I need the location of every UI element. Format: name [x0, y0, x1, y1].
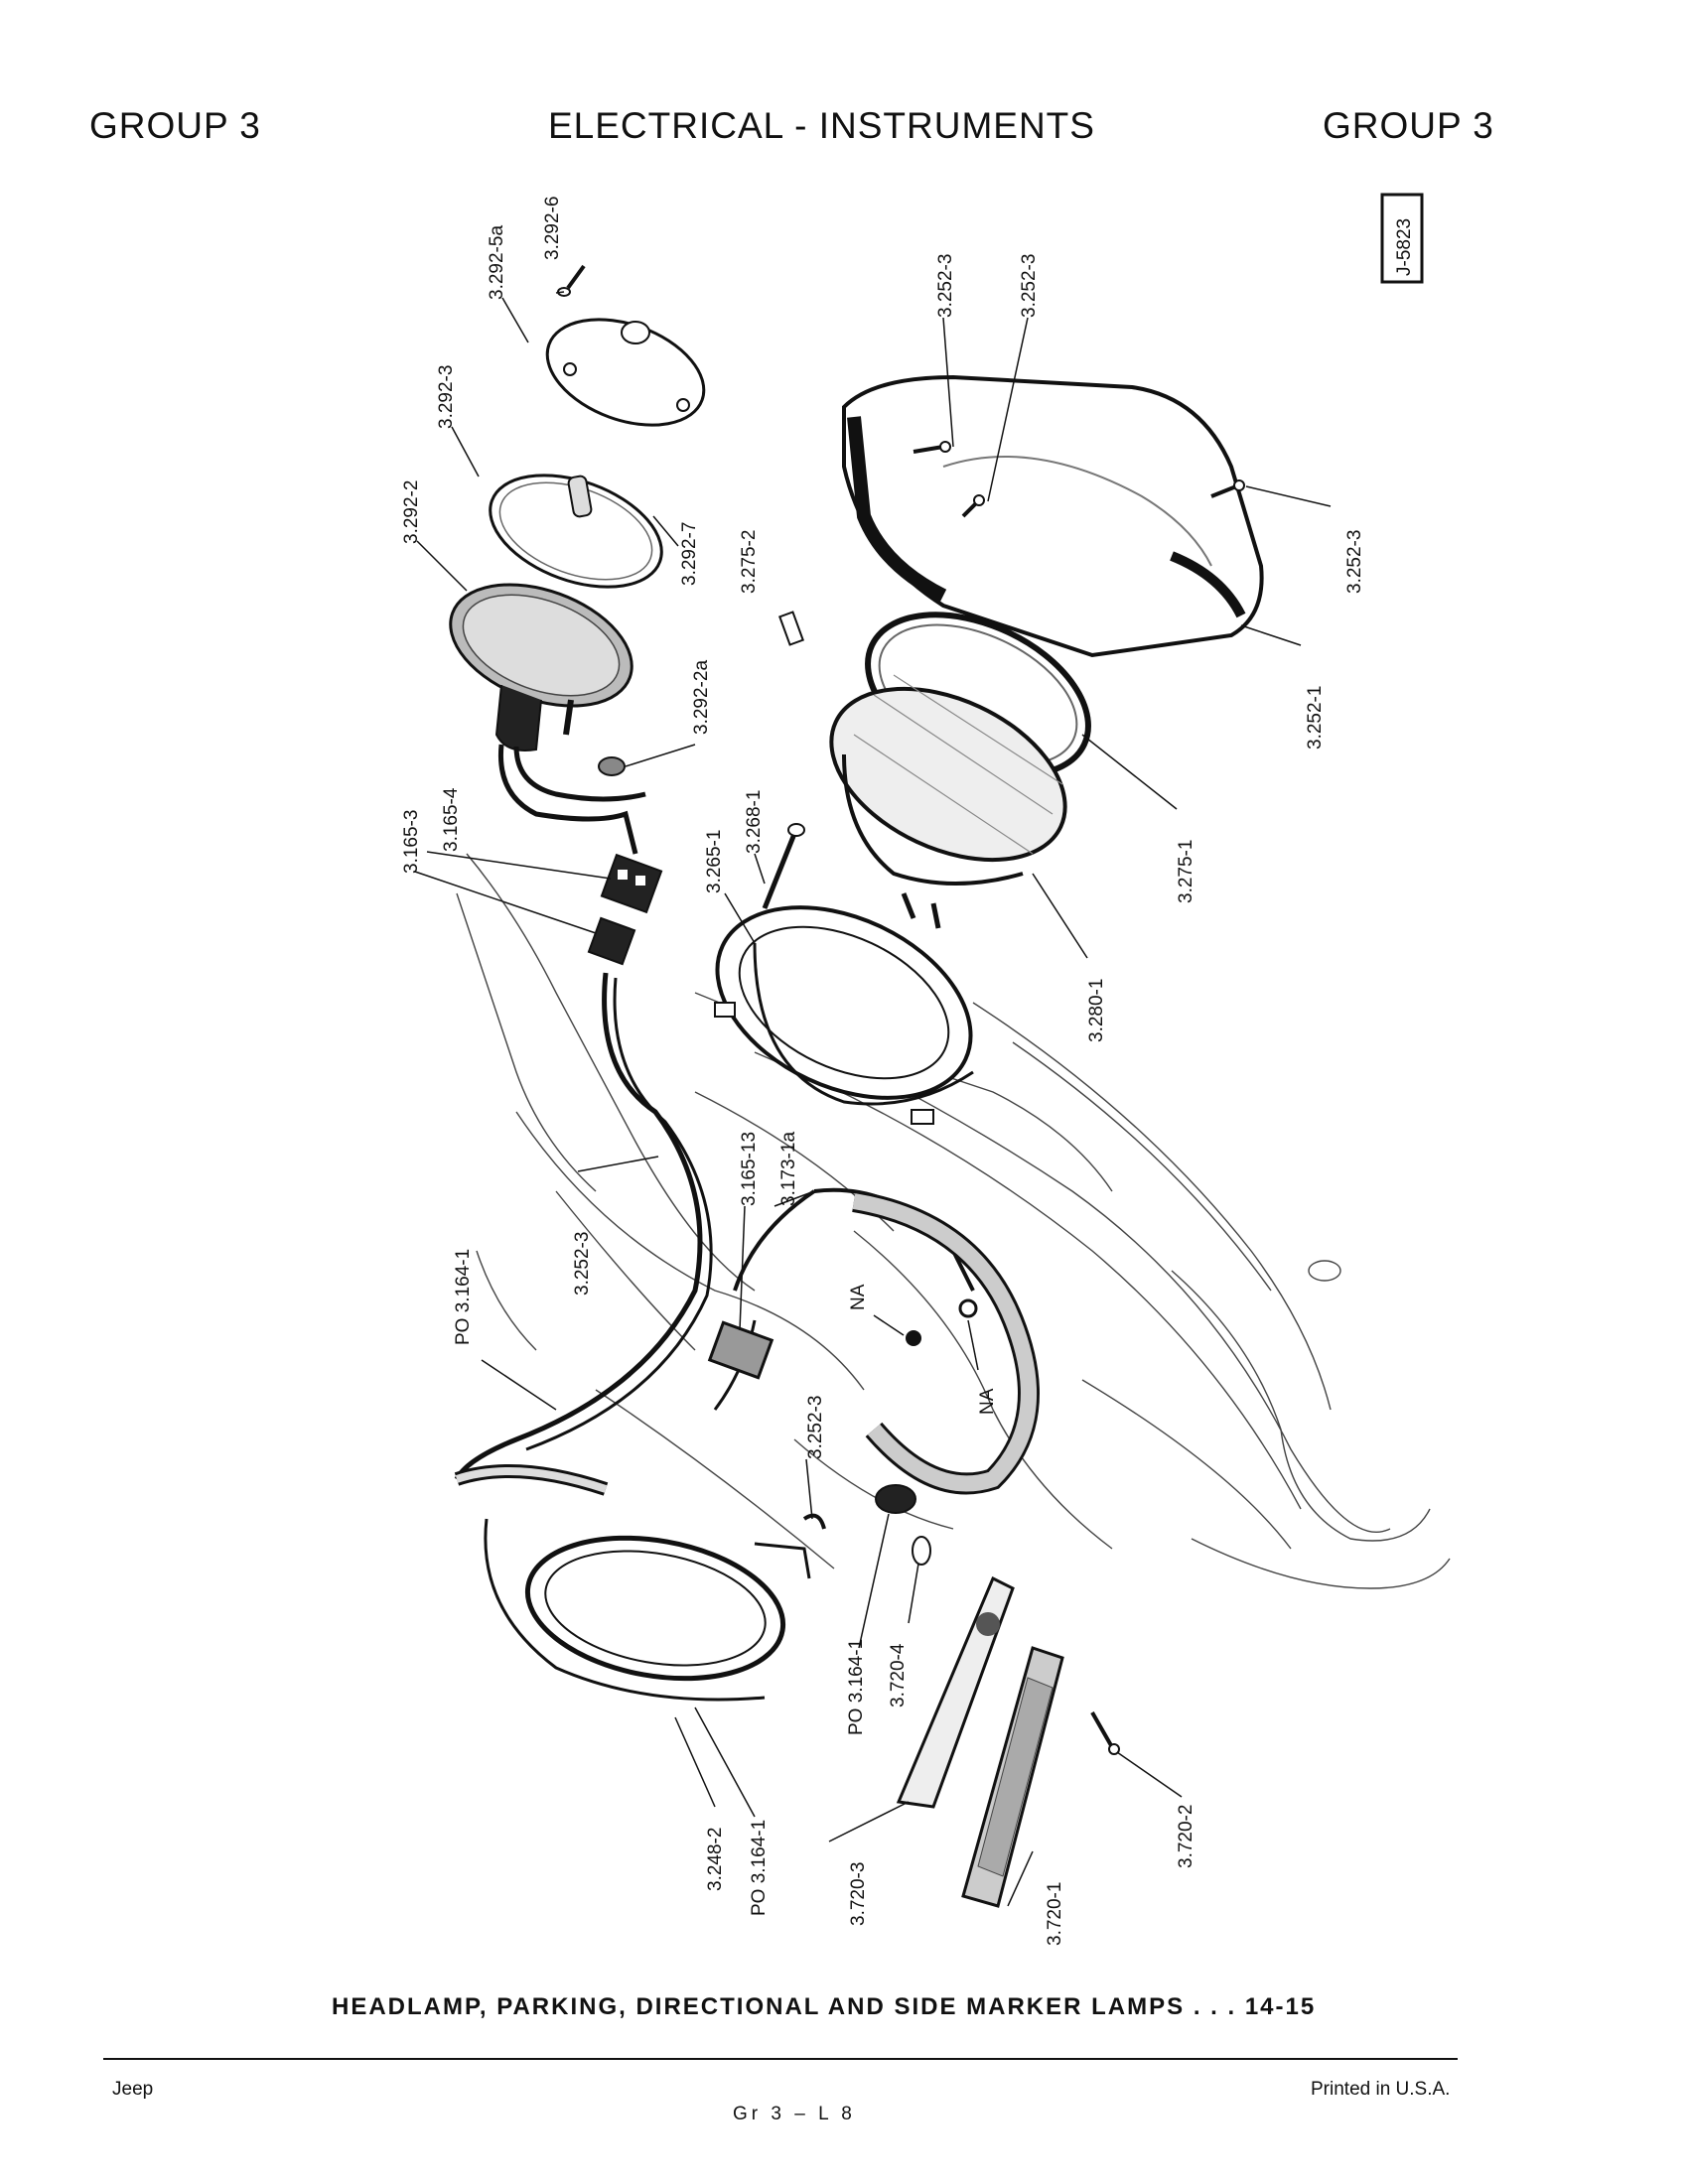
- footer-brand: Jeep: [112, 2079, 154, 2100]
- callout-3.165-13: 3.165-13: [739, 1132, 760, 1206]
- footer-page-number: Gr 3 – L 8: [733, 2104, 856, 2124]
- ground-screws-na: [906, 1298, 978, 1346]
- parking-lamp-wiring: [497, 744, 646, 855]
- footer-rule: [103, 2058, 1458, 2060]
- callout-na-1: NA: [848, 1284, 869, 1310]
- figure-id: J-5823: [1394, 218, 1415, 276]
- callout-3.292-2a: 3.292-2a: [691, 660, 712, 735]
- parking-lamp-lens-cover: [545, 318, 706, 427]
- callout-3.252-3-a: 3.252-3: [935, 254, 956, 318]
- parking-lamp-gasket: [489, 474, 663, 589]
- side-marker-lens-3.720-1: [961, 1646, 1064, 1908]
- callout-3.275-1: 3.275-1: [1176, 840, 1196, 903]
- callout-3.292-2: 3.292-2: [401, 480, 422, 544]
- screw-3.292-6: [557, 264, 586, 297]
- callout-3.292-3: 3.292-3: [436, 365, 457, 429]
- sealed-beam-headlamp: [829, 674, 1067, 929]
- loom-conduit: [852, 1190, 1040, 1495]
- callout-3.720-4: 3.720-4: [888, 1643, 909, 1707]
- bulb-3.720-4: [912, 1536, 931, 1566]
- parking-lamp-bracket: [454, 1464, 811, 1702]
- header-group-right: GROUP 3: [1323, 105, 1494, 146]
- figure-caption: HEADLAMP, PARKING, DIRECTIONAL AND SIDE …: [332, 1993, 1317, 2020]
- callout-3.252-3-c: 3.252-3: [1344, 530, 1365, 594]
- callout-3.165-4: 3.165-4: [441, 787, 462, 852]
- connector-3.165-4: [600, 853, 663, 914]
- screw-3.720-2: [1090, 1711, 1120, 1755]
- clip-3.252-3: [802, 1513, 826, 1530]
- header-group-left: GROUP 3: [89, 105, 261, 146]
- callout-po-3.164-1-a: PO 3.164-1: [453, 1249, 474, 1345]
- callout-3.165-3: 3.165-3: [401, 810, 422, 874]
- callout-3.292-6: 3.292-6: [542, 197, 563, 260]
- callout-3.252-3-d: 3.252-3: [572, 1232, 593, 1296]
- callout-na-2: NA: [977, 1388, 998, 1415]
- figure-id-box: J-5823: [1380, 193, 1424, 284]
- adjusting-screw-3.268-1: [762, 823, 805, 909]
- callout-3.292-7: 3.292-7: [679, 522, 700, 586]
- leader-lines: [414, 291, 1332, 1907]
- bezel-screws: [913, 441, 1245, 518]
- screw-3.275-2: [778, 611, 804, 646]
- headlamp-mounting-ring: [714, 905, 974, 1125]
- callout-po-3.164-1-b: PO 3.164-1: [846, 1639, 867, 1735]
- callout-3.268-1: 3.268-1: [744, 790, 765, 854]
- callout-3.173-1a: 3.173-1a: [778, 1132, 799, 1206]
- side-marker-housing-3.720-3: [896, 1575, 1015, 1809]
- callout-3.720-1: 3.720-1: [1045, 1882, 1065, 1946]
- callout-3.275-2: 3.275-2: [739, 530, 760, 594]
- callout-3.720-3: 3.720-3: [848, 1862, 869, 1926]
- callout-3.720-2: 3.720-2: [1176, 1805, 1196, 1868]
- callout-3.265-1: 3.265-1: [704, 830, 725, 893]
- headlamp-bezel: [842, 374, 1264, 658]
- connector-3.165-13: [707, 1320, 774, 1380]
- callout-3.252-3-b: 3.252-3: [1019, 254, 1040, 318]
- grommet: [875, 1484, 916, 1514]
- callout-3.252-1: 3.252-1: [1305, 686, 1326, 750]
- callout-po-3.164-1-c: PO 3.164-1: [749, 1820, 770, 1916]
- footer-printed: Printed in U.S.A.: [1311, 2079, 1451, 2100]
- callout-3.252-3-e: 3.252-3: [805, 1396, 826, 1459]
- header-title: ELECTRICAL - INSTRUMENTS: [548, 105, 1095, 146]
- callout-3.248-2: 3.248-2: [705, 1828, 726, 1891]
- parking-lamp-housing: [449, 583, 633, 776]
- callout-3.280-1: 3.280-1: [1086, 979, 1107, 1042]
- callout-3.292-5a: 3.292-5a: [487, 225, 507, 300]
- connector-3.165-3: [587, 916, 636, 966]
